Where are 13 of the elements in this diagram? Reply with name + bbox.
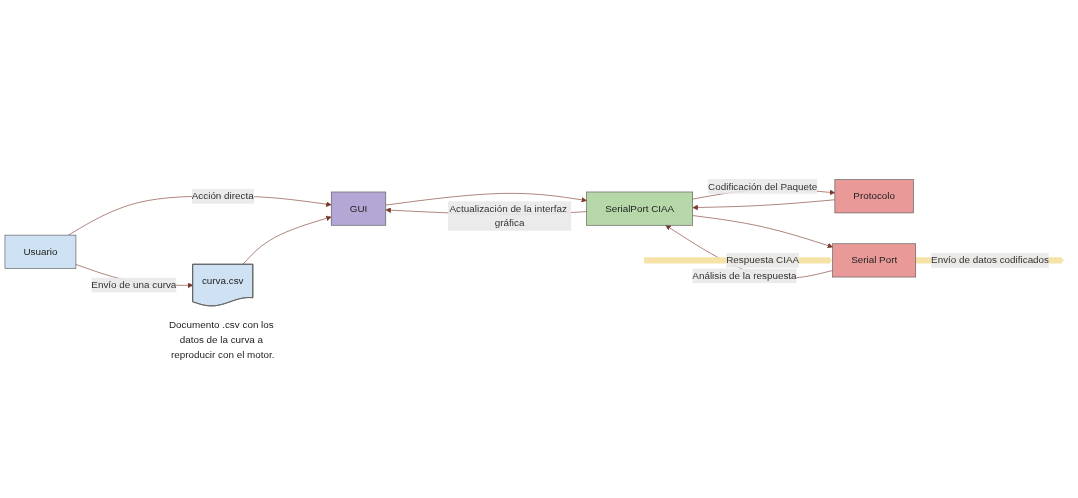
edge-label: Envío de datos codificados bbox=[931, 254, 1050, 266]
node-box: GUI bbox=[330, 191, 387, 226]
node-box: Protocolo bbox=[834, 179, 914, 214]
node-box: Serial Port bbox=[832, 243, 916, 278]
edge-label: Actualización de la interfaz gráfica bbox=[449, 203, 567, 229]
edge-label: Análisis de la respuesta bbox=[692, 270, 797, 281]
edge-label: Acción directa bbox=[191, 190, 254, 202]
edge-label: Respuesta CIAA bbox=[726, 254, 800, 266]
node-box: SerialPort CIAA bbox=[586, 191, 693, 226]
edge-label: Envío de una curva bbox=[91, 279, 177, 290]
node-box: Usuario bbox=[4, 234, 77, 269]
edge-label: Codificación del Paquete bbox=[708, 180, 818, 192]
node-label: Documento .csv con los datos de la curva a reproducir con el motor. bbox=[168, 319, 275, 360]
